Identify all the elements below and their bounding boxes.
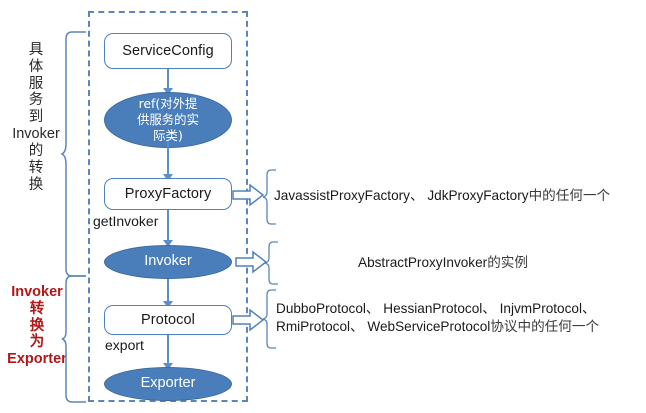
block-arrow-invoker [235,250,267,274]
block-arrow-protocol [232,308,264,332]
left-label-char: 转 [28,159,44,176]
dashed-group-container [88,11,248,402]
annotation-text-cn: 的实例 [487,255,528,271]
arrowhead-proxyfactory [163,174,173,181]
node-label: ProxyFactory [124,186,212,202]
node-ref-ellipse[interactable]: ref(对外提 供服务的实 际类) [104,92,232,148]
left-label-char: 为 [29,334,45,351]
node-label-line: 际类) [153,128,183,144]
left-label-char: 具 [28,42,44,58]
annotation-text-cn: 中的任何一个 [528,188,611,204]
node-protocol[interactable]: Protocol [104,305,232,335]
node-label: ref(对外提 供服务的实 际类) [137,96,199,144]
left-label-char: Invoker [12,126,60,143]
left-label-char: 换 [29,317,45,334]
connector-ref-proxyfactory [167,142,169,178]
node-label: Protocol [141,312,195,328]
annotation-text-en: JavassistProxyFactory、 JdkProxyFactory [274,188,529,203]
right-brace-protocol [262,289,276,349]
annotation-text-en: AbstractProxyInvoker [358,255,488,270]
edge-label-get-invoker: getInvoker [93,213,158,229]
node-exporter-ellipse[interactable]: Exporter [104,367,232,401]
left-label-char: 体 [28,58,44,75]
annotation-protocol-note: DubboProtocol、 HessianProtocol、 InjvmPro… [276,300,599,337]
edge-label-text: getInvoker [93,213,159,229]
annotation-text-en: DubboProtocol、 HessianProtocol、 InjvmPro… [276,301,596,316]
connector-protocol-exporter [167,335,169,367]
node-label: Exporter [140,375,196,392]
connector-serviceconfig-ref [167,69,169,91]
left-label-invoker-to-exporter: Invoker 转 换 为 Exporter [4,284,70,368]
right-brace-proxyfactory [262,169,276,225]
left-label-char: 到 [28,109,44,126]
arrowhead-protocol [163,301,173,308]
arrowhead-invoker [163,240,173,247]
annotation-line: RmiProtocol、 WebServiceProtocol协议中的任何一个 [276,318,599,336]
node-proxy-factory[interactable]: ProxyFactory [104,178,232,210]
left-brace-invoker-to-exporter [61,275,86,403]
left-label-service-to-invoker: 具 体 服 务 到 Invoker 的 转 换 [8,42,64,193]
connector-proxyfactory-invoker [167,210,169,244]
left-label-char: 务 [28,92,44,109]
annotation-invoker-note: AbstractProxyInvoker的实例 [358,254,528,272]
node-service-config[interactable]: ServiceConfig [104,33,232,69]
left-label-char: 转 [29,300,45,317]
left-label-char: Invoker [11,284,63,300]
node-label-line: ref(对外提 [138,95,198,111]
right-brace-invoker [264,241,278,285]
annotation-text-en: RmiProtocol、 WebServiceProtocol [276,319,491,335]
left-label-char: 的 [28,142,44,159]
connector-invoker-protocol [167,279,169,305]
node-label: Invoker [144,253,192,270]
node-label-line: 供服务的实 [137,111,199,127]
annotation-line: DubboProtocol、 HessianProtocol、 InjvmPro… [276,300,599,318]
node-invoker-ellipse[interactable]: Invoker [104,245,232,279]
annotation-proxy-factory-note: JavassistProxyFactory、 JdkProxyFactory中的… [274,187,610,205]
edge-label-text: export [105,337,144,353]
left-label-char: 服 [28,75,44,92]
node-label: ServiceConfig [122,43,214,59]
left-label-char: Exporter [7,351,67,368]
left-label-char: 换 [28,176,44,193]
edge-label-export: export [105,337,144,353]
left-brace-service-to-invoker [60,31,86,277]
block-arrow-proxyfactory [232,183,264,207]
annotation-text-cn: 协议中的任何一个 [490,319,600,336]
